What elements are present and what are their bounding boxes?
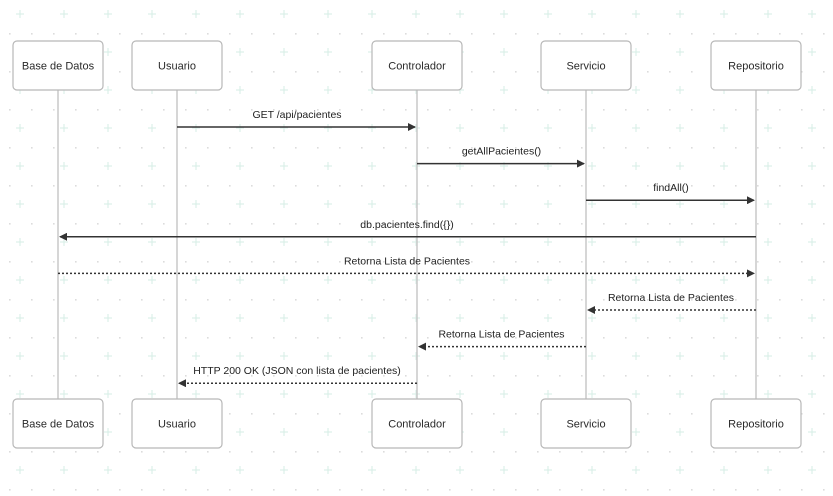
participant-box: [12, 40, 104, 91]
participant-repo-bottom[interactable]: Repositorio: [710, 398, 802, 449]
participant-repo-top[interactable]: Repositorio: [710, 40, 802, 91]
message-label: Retorna Lista de Pacientes: [344, 255, 470, 267]
message-4: db.pacientes.find({}): [59, 219, 756, 241]
participant-box: [12, 398, 104, 449]
participant-box: [131, 398, 223, 449]
message-label: HTTP 200 OK (JSON con lista de pacientes…: [193, 365, 401, 377]
participant-label: Controlador: [388, 61, 446, 73]
message-8: HTTP 200 OK (JSON con lista de pacientes…: [178, 365, 417, 388]
lifelines: [57, 90, 757, 399]
participant-box: [710, 40, 802, 91]
participant-box: [540, 40, 632, 91]
participant-box: [371, 40, 463, 91]
messages: GET /api/pacientes getAllPacientes() findA…: [58, 109, 756, 388]
participant-db-bottom[interactable]: Base de Datos: [12, 398, 104, 449]
message-3: findAll(): [586, 182, 755, 205]
message-label: findAll(): [653, 182, 689, 194]
participant-label: Usuario: [158, 419, 196, 431]
participant-controller-top[interactable]: Controlador: [371, 40, 463, 91]
message-5: Retorna Lista de Pacientes: [58, 255, 755, 278]
message-1: GET /api/pacientes: [177, 109, 416, 131]
participant-service-top[interactable]: Servicio: [540, 40, 632, 91]
participant-box: [710, 398, 802, 449]
participant-service-bottom[interactable]: Servicio: [540, 398, 632, 449]
participant-label: Servicio: [566, 419, 605, 431]
participant-user-bottom[interactable]: Usuario: [131, 398, 223, 449]
participant-box: [540, 398, 632, 449]
participant-db-top[interactable]: Base de Datos: [12, 40, 104, 91]
participant-box: [371, 398, 463, 449]
participant-box: [131, 40, 223, 91]
message-label: getAllPacientes(): [462, 146, 541, 158]
message-2: getAllPacientes(): [417, 146, 585, 168]
message-label: Retorna Lista de Pacientes: [608, 292, 734, 304]
participant-label: Repositorio: [728, 419, 784, 431]
participant-label: Controlador: [388, 419, 446, 431]
participant-user-top[interactable]: Usuario: [131, 40, 223, 91]
participant-label: Usuario: [158, 61, 196, 73]
message-label: GET /api/pacientes: [252, 109, 341, 121]
participant-label: Repositorio: [728, 61, 784, 73]
message-7: Retorna Lista de Pacientes: [418, 329, 586, 351]
participant-label: Base de Datos: [22, 61, 95, 73]
participant-controller-bottom[interactable]: Controlador: [371, 398, 463, 449]
message-label: Retorna Lista de Pacientes: [438, 329, 564, 341]
message-label: db.pacientes.find({}): [360, 219, 453, 231]
participant-label: Base de Datos: [22, 419, 95, 431]
message-6: Retorna Lista de Pacientes: [587, 292, 756, 314]
participant-label: Servicio: [566, 61, 605, 73]
